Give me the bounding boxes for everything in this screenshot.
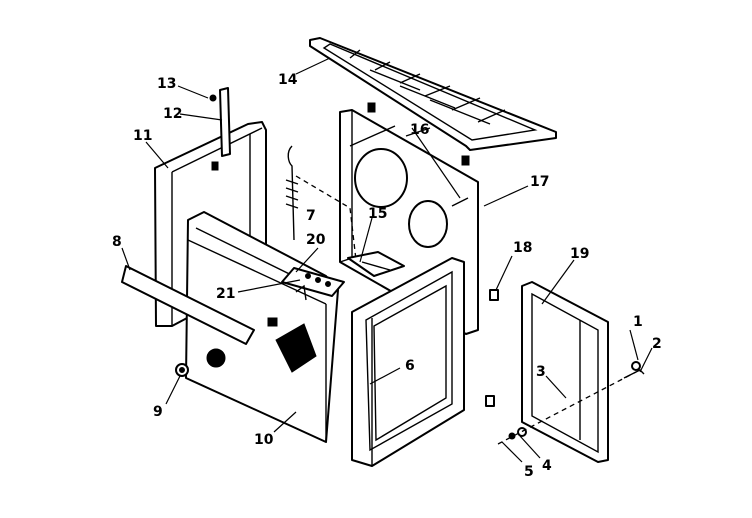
- part-7-spring: [285, 145, 357, 261]
- part-1-screw: [631, 361, 641, 371]
- part-14-top-panel: [309, 37, 557, 151]
- part-10-front-panel: [185, 211, 345, 443]
- callout-18: 18: [513, 240, 532, 256]
- callout-9: 9: [153, 404, 163, 420]
- part-8-strip: [121, 265, 255, 345]
- part-19-door: [521, 281, 609, 463]
- part-6-door-frame: [351, 257, 465, 467]
- part-12-pin: [219, 87, 231, 157]
- callout-16: 16: [410, 122, 429, 138]
- callout-5: 5: [524, 464, 534, 480]
- callout-17: 17: [530, 174, 549, 190]
- part-4-washer: [508, 427, 527, 440]
- part-18-bracket: [485, 289, 499, 407]
- callout-6: 6: [405, 358, 415, 374]
- part-13-clip: [209, 94, 217, 102]
- callout-2: 2: [652, 336, 662, 352]
- callout-13: 13: [157, 76, 176, 92]
- callouts: 13 12 11 14 16 17 7 15 20 8 18 19 21 1 2…: [112, 72, 662, 480]
- leader-lines: [121, 57, 653, 463]
- callout-20: 20: [306, 232, 326, 248]
- callout-11: 11: [133, 128, 152, 144]
- callout-8: 8: [112, 234, 122, 250]
- hinge-axis: [497, 371, 637, 445]
- callout-15: 15: [368, 206, 387, 222]
- callout-21: 21: [216, 286, 235, 302]
- callout-12: 12: [163, 106, 182, 122]
- callout-1: 1: [633, 314, 643, 330]
- callout-10: 10: [254, 432, 274, 448]
- callout-7: 7: [306, 208, 316, 224]
- part-9-knob: [175, 363, 189, 377]
- callout-19: 19: [570, 246, 589, 262]
- callout-14: 14: [278, 72, 298, 88]
- callout-3: 3: [536, 364, 546, 380]
- callout-4: 4: [542, 458, 552, 474]
- part-15-bracket: [347, 251, 405, 277]
